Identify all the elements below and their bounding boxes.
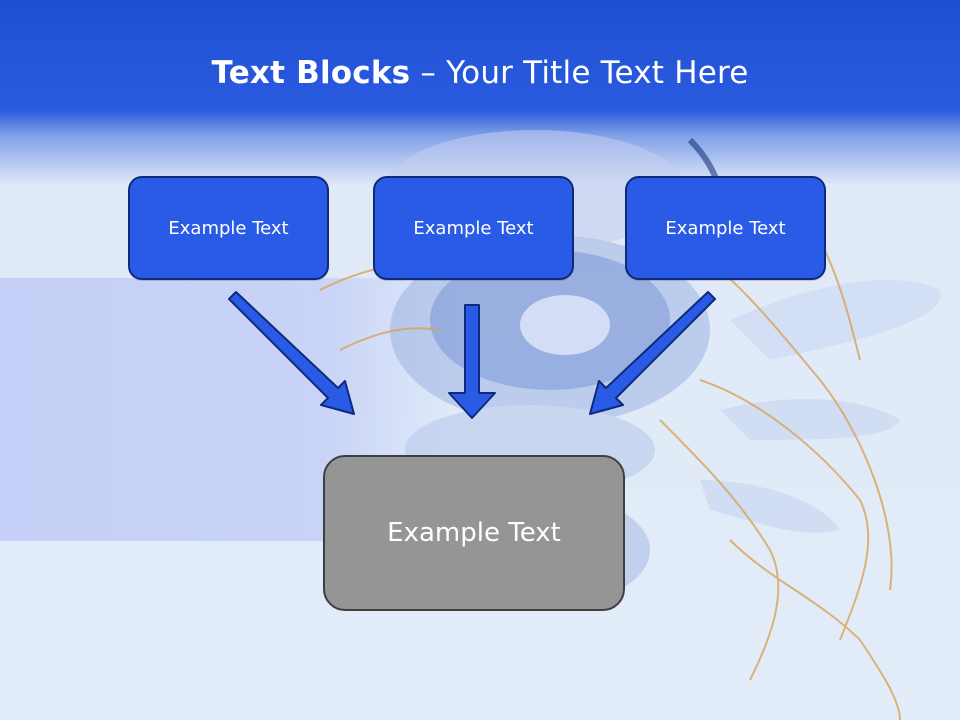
title-bold: Text Blocks [211,55,411,91]
text-block-1-label: Example Text [168,217,289,239]
text-block-3-label: Example Text [665,217,786,239]
text-block-2[interactable]: Example Text [373,176,574,280]
title-dash: – [410,55,447,91]
target-block[interactable]: Example Text [323,455,625,611]
title-rest: Your Title Text Here [446,55,749,91]
text-block-2-label: Example Text [413,217,534,239]
target-block-label: Example Text [387,518,561,548]
slide-title: Text Blocks – Your Title Text Here [0,55,960,91]
arrow-right-diagonal [589,291,716,415]
text-block-1[interactable]: Example Text [128,176,329,280]
arrow-center-down [448,304,496,419]
arrow-left-diagonal [228,291,355,415]
text-block-3[interactable]: Example Text [625,176,826,280]
